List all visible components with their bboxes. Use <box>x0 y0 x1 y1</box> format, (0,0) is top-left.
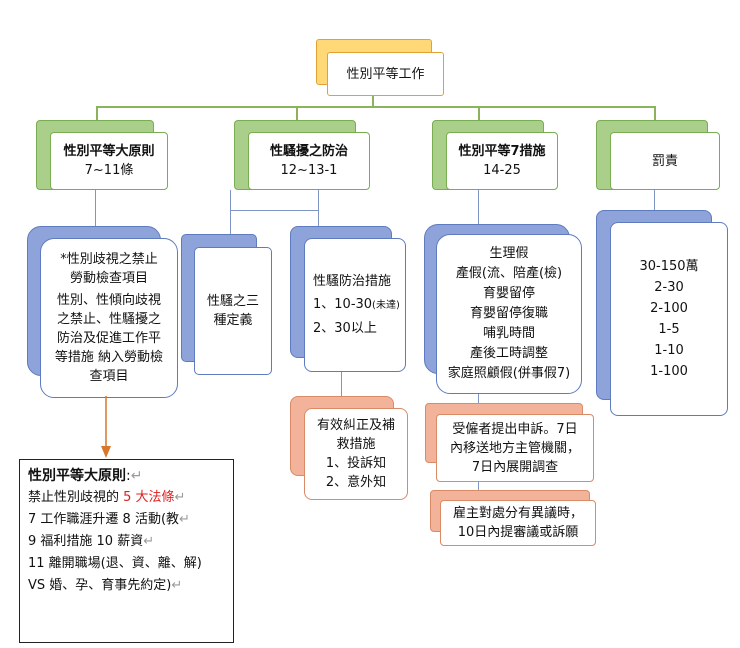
note-mark-4: ↵ <box>143 534 155 549</box>
col1-line-5: 防治及促進工作平 <box>56 331 161 346</box>
root-node: 性別平等工作 <box>327 52 444 96</box>
col4-line-3: 2-100 <box>650 301 688 316</box>
note-mark-1: ↵ <box>130 468 143 484</box>
col3b-line-2: 內移送地方主管機關， <box>449 440 580 456</box>
note-line-5: VS 婚、孕、育事先約定)↵ <box>28 575 225 597</box>
arrow-connector <box>101 396 111 458</box>
category-3-title: 性別平等7措施 <box>458 144 546 159</box>
col2a-line-2: 種定義 <box>213 313 253 328</box>
note-line-2: 7 工作職涯升遷 8 活動(教↵ <box>28 509 225 531</box>
col3c-box: 雇主對處分有異議時， 10日內提審議或訴願 <box>440 500 596 546</box>
note-title-row: 性別平等大原則:↵ <box>28 465 225 487</box>
col3b-line-3: 7日內展開調查 <box>471 459 559 475</box>
col4-line-2: 2-30 <box>654 280 684 295</box>
col1-line-6: 等措施 納入勞動檢 <box>54 350 164 365</box>
col2b-item-1: 1、10-30(未達) <box>313 295 400 315</box>
col3c-line-2: 10日內提審議或訴願 <box>457 525 579 540</box>
connector-col3c <box>478 482 479 490</box>
col3b-box: 受僱者提出申訴。7日 內移送地方主管機關， 7日內展開調查 <box>436 414 594 482</box>
connector-col3b <box>478 385 479 403</box>
connector-col1 <box>95 190 96 226</box>
note-line-5-text: VS 婚、孕、育事先約定) <box>28 578 172 593</box>
connector-col2c <box>341 372 342 396</box>
col1-line-1: *性別歧視之禁止 <box>60 252 158 267</box>
note-title-colon: : <box>126 468 131 484</box>
col2b-item-2: 2、30以上 <box>313 321 377 336</box>
col2b-title: 性騷防治措施 <box>313 274 392 289</box>
note-line-4: 11 離開職場(退、資、離、解) <box>28 553 225 575</box>
col3-line-5: 哺乳時間 <box>482 326 535 341</box>
connector-col4 <box>654 190 655 210</box>
col2c-line-1: 有效糾正及補 <box>316 418 395 433</box>
category-node-1: 性別平等大原則 7~11條 <box>50 132 168 190</box>
category-1-sub: 7~11條 <box>84 163 134 178</box>
category-2-title: 性騷擾之防治 <box>269 144 348 159</box>
col2a-line-1: 性騷之三 <box>206 294 259 309</box>
col4-line-6: 1-100 <box>650 364 688 379</box>
connector-cat2 <box>296 106 298 120</box>
col3c-line-1: 雇主對處分有異議時， <box>452 506 583 521</box>
note-mark-2: ↵ <box>174 490 186 505</box>
col4-box: 30-150萬 2-30 2-100 1-5 1-10 1-100 <box>610 222 728 416</box>
category-1-title: 性別平等大原則 <box>63 144 155 159</box>
col4-line-4: 1-5 <box>658 322 680 337</box>
col2c-line-2: 救措施 <box>336 437 376 452</box>
connector-col2a <box>230 190 231 234</box>
connector-horizontal-bar <box>96 106 656 108</box>
col3-line-7: 家庭照顧假(併事假7) <box>447 366 571 381</box>
col2c-line-3: 1、投訴知 <box>325 456 387 471</box>
col2b-box: 性騷防治措施 1、10-30(未達) 2、30以上 <box>304 238 406 372</box>
col3-line-1: 生理假 <box>489 246 529 261</box>
note-line-4-text: 11 離開職場(退、資、離、解) <box>28 556 202 571</box>
connector-cat3 <box>478 106 480 120</box>
note-line-2-text: 7 工作職涯升遷 8 活動(教 <box>28 512 180 527</box>
note-line-1-red: 5 大法條 <box>123 490 175 505</box>
note-line-1: 禁止性別歧視的 5 大法條↵ <box>28 487 225 509</box>
note-mark-5: ↵ <box>171 578 183 593</box>
col1-line-2: 勞動檢查項目 <box>69 271 148 286</box>
note-mark-3: ↵ <box>179 512 190 527</box>
col4-line-1: 30-150萬 <box>639 259 699 274</box>
connector-col2-split <box>230 210 318 211</box>
note-line-3: 9 福利措施 10 薪資↵ <box>28 531 225 553</box>
category-node-4: 罰責 <box>610 132 720 190</box>
connector-cat1 <box>96 106 98 120</box>
root-title: 性別平等工作 <box>346 66 425 82</box>
note-box: 性別平等大原則:↵ 禁止性別歧視的 5 大法條↵ 7 工作職涯升遷 8 活動(教… <box>19 459 234 643</box>
col3-line-2: 產假(流、陪產(檢) <box>455 266 563 281</box>
col3b-line-1: 受僱者提出申訴。7日 <box>452 421 578 437</box>
category-node-2: 性騷擾之防治 12~13-1 <box>248 132 370 190</box>
category-4-title: 罰責 <box>651 153 678 169</box>
col1-line-7: 查項目 <box>89 369 129 384</box>
note-line-1-prefix: 禁止性別歧視的 <box>28 490 124 505</box>
col4-line-5: 1-10 <box>654 343 684 358</box>
connector-col2b <box>318 190 319 226</box>
col2c-line-4: 2、意外知 <box>325 475 387 490</box>
col3-line-3: 育嬰留停 <box>482 286 535 301</box>
category-node-3: 性別平等7措施 14-25 <box>446 132 558 190</box>
note-line-3-text: 9 福利措施 10 薪資 <box>28 534 144 549</box>
col2b-item-1-note: (未達) <box>372 300 400 311</box>
note-title: 性別平等大原則 <box>28 468 126 484</box>
col1-line-4: 之禁止、性騷擾之 <box>56 312 161 327</box>
col3-line-6: 產後工時調整 <box>469 346 548 361</box>
category-2-sub: 12~13-1 <box>280 163 338 178</box>
col2a-box: 性騷之三 種定義 <box>194 247 272 375</box>
connector-cat4 <box>654 106 656 120</box>
category-3-sub: 14-25 <box>483 163 521 178</box>
col3-box: 生理假 產假(流、陪產(檢) 育嬰留停 育嬰留停復職 哺乳時間 產後工時調整 家… <box>436 234 582 394</box>
col2b-item-1-text: 1、10-30 <box>313 297 373 312</box>
connector-col3 <box>478 190 479 224</box>
col1-box: *性別歧視之禁止 勞動檢查項目 性別、性傾向歧視 之禁止、性騷擾之 防治及促進工… <box>40 238 178 398</box>
col1-line-3: 性別、性傾向歧視 <box>56 293 161 308</box>
col3-line-4: 育嬰留停復職 <box>469 306 548 321</box>
col2c-box: 有效糾正及補 救措施 1、投訴知 2、意外知 <box>304 408 408 500</box>
